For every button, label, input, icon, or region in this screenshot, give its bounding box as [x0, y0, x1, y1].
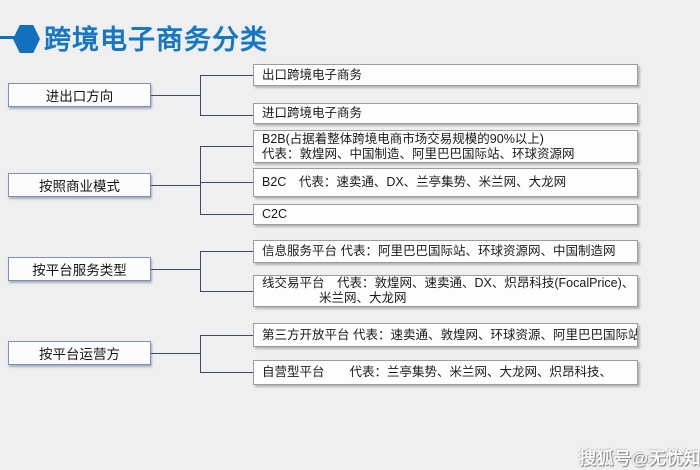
node-online-trading-platform: 线交易平台 代表：敦煌网、速卖通、DX、炽昂科技(FocalPrice)、 米兰…	[253, 275, 638, 307]
node-text: C2C	[262, 207, 288, 221]
node-self-operated-platform: 自营型平台 代表：兰亭集势、米兰网、大龙网、炽昂科技、	[253, 360, 638, 385]
node-information-service-platform: 信息服务平台 代表：阿里巴巴国际站、环球资源网、中国制造网	[253, 240, 638, 263]
node-b2c: B2C 代表：速卖通、DX、兰亭集势、米兰网、大龙网	[253, 168, 638, 197]
node-third-party-open-platform: 第三方开放平台 代表：速卖通、敦煌网、环球资源、阿里巴巴国际站	[253, 323, 638, 347]
category-platform-service-type: 按平台服务类型	[8, 257, 151, 281]
page-title: 跨境电子商务分类	[44, 25, 268, 55]
node-text: B2C 代表：速卖通、DX、兰亭集势、米兰网、大龙网	[262, 175, 567, 189]
category-label: 按平台服务类型	[32, 263, 127, 278]
node-c2c: C2C	[253, 204, 638, 225]
node-export-cross-border-ecommerce: 出口跨境电子商务	[253, 64, 638, 86]
connector-line	[200, 214, 253, 215]
connector-line	[200, 251, 201, 292]
connector-line	[200, 335, 253, 336]
node-text: 出口跨境电子商务	[262, 67, 363, 82]
node-text: 进口跨境电子商务	[262, 106, 363, 120]
category-business-model: 按照商业模式	[8, 173, 151, 197]
connector-line	[151, 185, 200, 186]
category-label: 按平台运营方	[39, 347, 120, 362]
title-connector-line	[0, 36, 15, 39]
connector-line	[200, 182, 253, 183]
node-text: B2B(占据着整体跨境电商市场交易规模的90%以上)	[262, 131, 544, 146]
connector-line	[200, 75, 253, 76]
connector-line	[200, 291, 253, 292]
node-b2b: B2B(占据着整体跨境电商市场交易规模的90%以上) 代表：敦煌网、中国制造、阿…	[253, 130, 638, 163]
connector-line	[200, 115, 253, 116]
node-text: 线交易平台 代表：敦煌网、速卖通、DX、炽昂科技(FocalPrice)、	[262, 276, 635, 290]
connector-line	[200, 75, 201, 116]
connector-line	[200, 251, 253, 252]
category-label: 按照商业模式	[39, 179, 120, 194]
node-text: 信息服务平台 代表：阿里巴巴国际站、环球资源网、中国制造网	[262, 244, 616, 258]
category-label: 进出口方向	[45, 89, 114, 104]
node-text: 代表：敦煌网、中国制造、阿里巴巴国际站、环球资源网	[262, 146, 575, 161]
category-platform-operator: 按平台运营方	[8, 341, 151, 365]
sohu-watermark: 搜狐号@无忧知识	[579, 449, 700, 468]
connector-line	[151, 95, 200, 96]
node-import-cross-border-ecommerce: 进口跨境电子商务	[253, 103, 638, 124]
connector-line	[151, 269, 200, 270]
connector-line	[151, 353, 200, 354]
connector-line	[200, 335, 201, 373]
node-text: 第三方开放平台 代表：速卖通、敦煌网、环球资源、阿里巴巴国际站	[262, 327, 637, 342]
node-text: 米兰网、大龙网	[319, 291, 407, 305]
category-import-export-direction: 进出口方向	[8, 83, 151, 107]
connector-line	[200, 146, 253, 147]
connector-line	[200, 146, 201, 215]
connector-line	[200, 372, 253, 373]
node-text: 自营型平台 代表：兰亭集势、米兰网、大龙网、炽昂科技、	[262, 365, 613, 379]
hexagon-bullet-icon	[13, 25, 40, 53]
